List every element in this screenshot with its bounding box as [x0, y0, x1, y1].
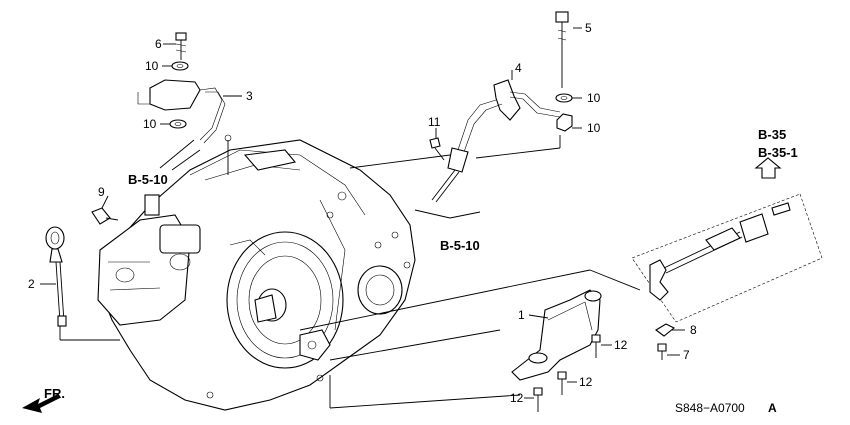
callout-11: 11 — [428, 115, 441, 129]
control-cable-assembly — [429, 11, 573, 203]
reference-b-5-10-left: B-5-10 — [128, 172, 168, 187]
callout-10: 10 — [587, 121, 601, 135]
shift-cable-bracket — [137, 32, 226, 144]
dipstick — [45, 226, 67, 327]
callout-10: 10 — [145, 59, 159, 73]
reference-b-35: B-35 — [758, 127, 786, 142]
reference-b-5-10-right: B-5-10 — [440, 238, 480, 253]
callout-3: 3 — [246, 89, 253, 103]
callout-12: 12 — [614, 338, 628, 352]
reference-b-35-1: B-35-1 — [758, 145, 798, 160]
callout-4: 4 — [515, 61, 522, 75]
reference-labels: B-5-10 B-5-10 B-35 B-35-1 FR. — [44, 127, 798, 401]
callout-6: 6 — [155, 37, 162, 51]
transmission-housing — [97, 134, 416, 411]
front-direction-label: FR. — [44, 386, 65, 401]
callout-5: 5 — [585, 21, 592, 35]
callout-8: 8 — [690, 323, 697, 337]
leader-lines — [40, 27, 685, 409]
diagram-code-text: S848−A0700 — [675, 401, 745, 415]
up-arrow-icon — [754, 157, 782, 179]
front-arrow-icon — [22, 394, 60, 413]
callout-12: 12 — [579, 375, 593, 389]
callout-10: 10 — [587, 91, 601, 105]
callout-7: 7 — [683, 348, 690, 362]
callout-1: 1 — [518, 308, 525, 322]
callout-labels: 6 10 3 10 9 2 11 4 5 10 10 1 12 12 12 8 … — [28, 21, 697, 405]
diagram-code: S848−A0700 A — [675, 401, 777, 415]
diagram-code-suffix: A — [768, 401, 777, 415]
callout-12: 12 — [510, 391, 524, 405]
sensor-bolt — [91, 207, 119, 225]
callout-10: 10 — [143, 117, 157, 131]
callout-2: 2 — [28, 277, 35, 291]
callout-9: 9 — [98, 185, 105, 199]
shift-cable-end — [631, 193, 823, 360]
mount-bracket — [511, 289, 602, 412]
